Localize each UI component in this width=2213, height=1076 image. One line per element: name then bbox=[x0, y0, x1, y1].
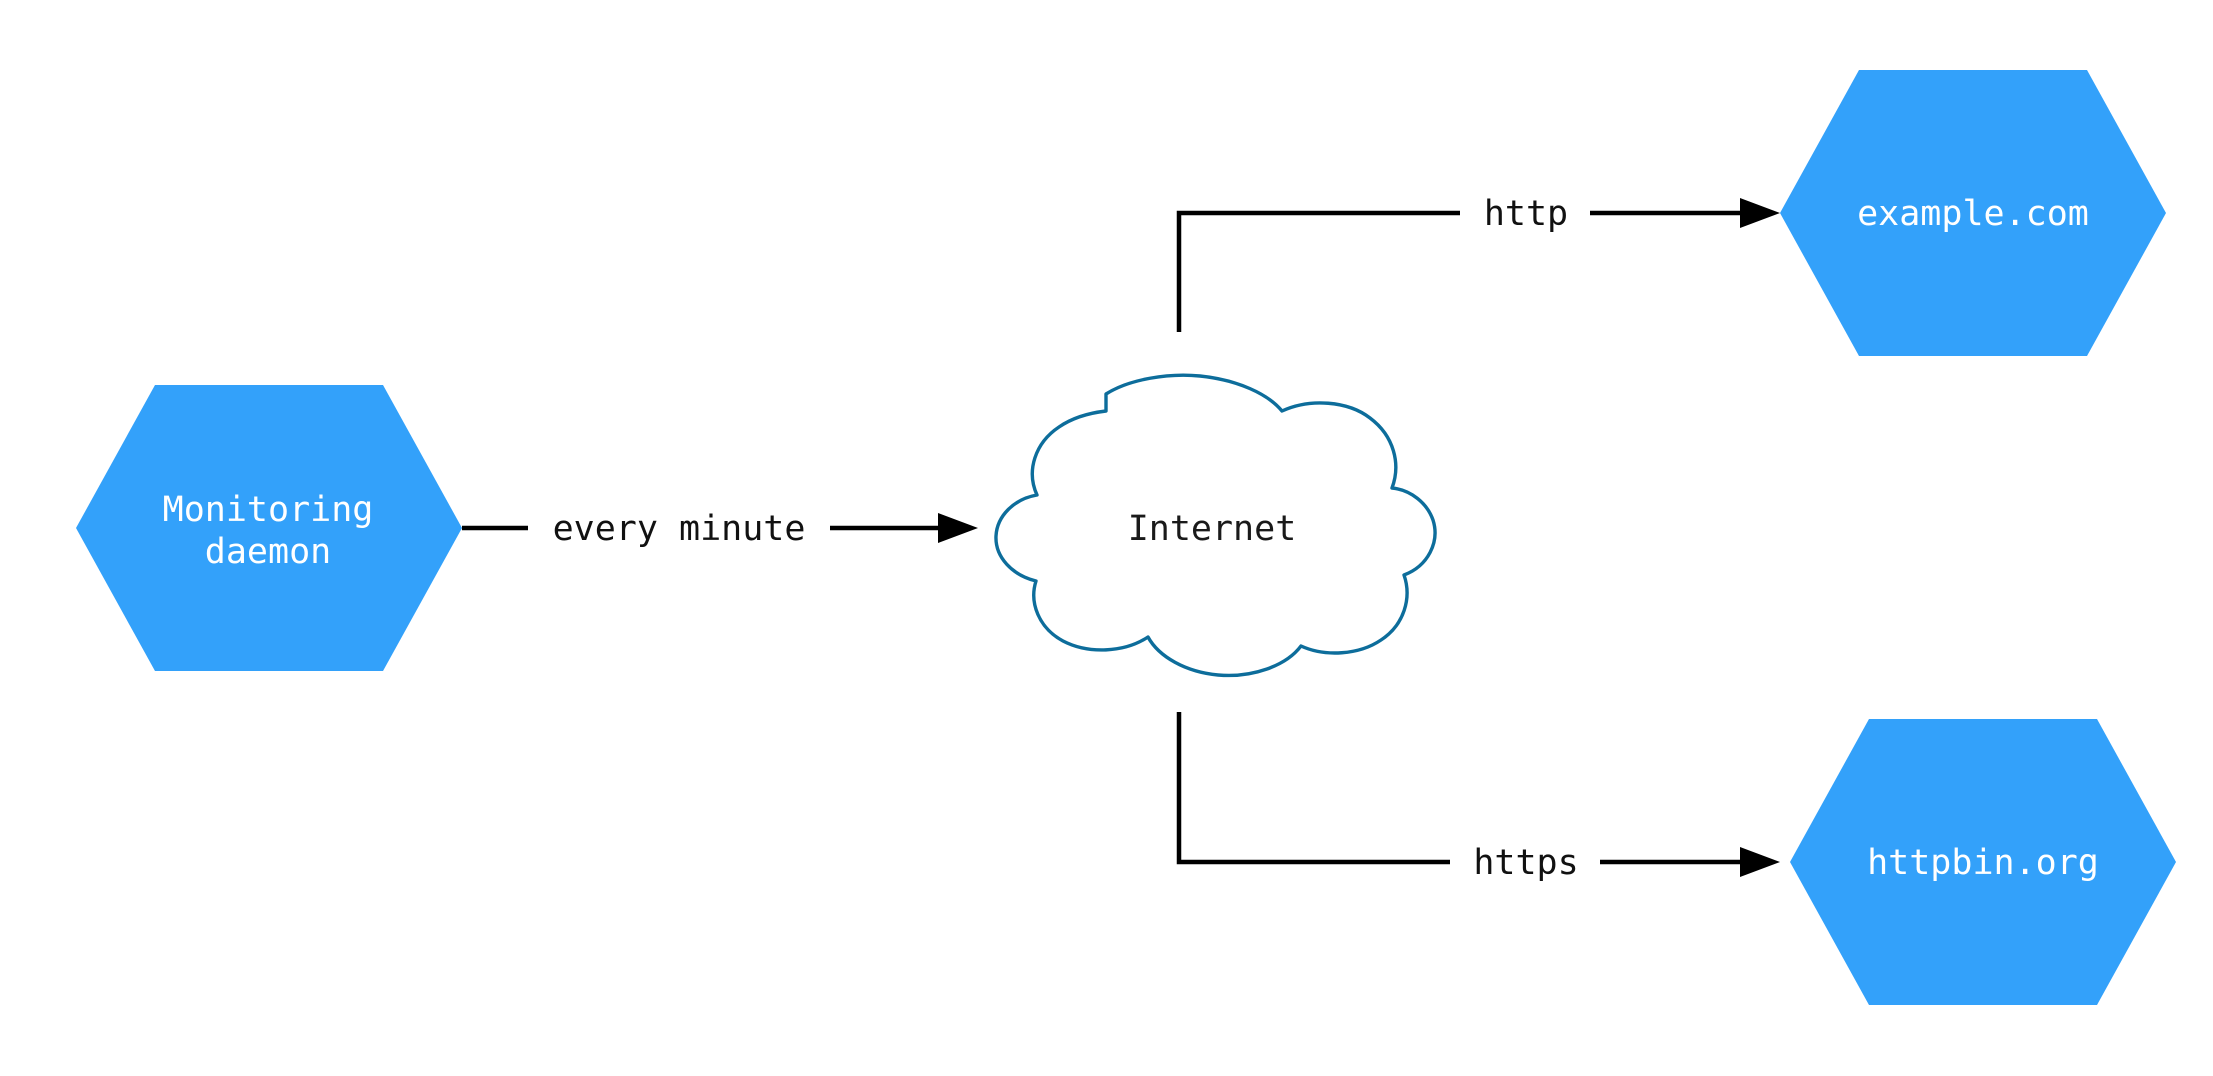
edge-internet-to-httpbin-elbow-segment bbox=[1176, 712, 1450, 865]
node-httpbin-org-hexagon bbox=[1790, 719, 2176, 1005]
node-httpbin-org[interactable]: httpbin.org bbox=[1790, 719, 2176, 1005]
edge-label-https: https bbox=[1473, 843, 1578, 883]
edge-internet-to-httpbin-arrowhead-icon bbox=[1740, 847, 1780, 877]
node-internet-cloud-shape bbox=[994, 373, 1437, 678]
node-example-com-label: example.com bbox=[1857, 194, 2089, 234]
node-internet[interactable]: Internet bbox=[994, 373, 1437, 678]
node-monitoring-daemon-label-line2: daemon bbox=[205, 532, 331, 572]
edge-daemon-to-internet[interactable]: every minute bbox=[462, 509, 978, 549]
edge-label-http: http bbox=[1484, 194, 1568, 234]
edge-internet-to-example[interactable]: http bbox=[1176, 194, 1780, 332]
node-example-com-hexagon bbox=[1780, 70, 2166, 356]
edge-internet-to-example-elbow-segment bbox=[1176, 210, 1460, 332]
node-httpbin-org-label: httpbin.org bbox=[1867, 843, 2099, 883]
edge-label-every-minute: every minute bbox=[553, 509, 806, 549]
node-example-com[interactable]: example.com bbox=[1780, 70, 2166, 356]
edge-internet-to-httpbin[interactable]: https bbox=[1176, 712, 1780, 883]
node-monitoring-daemon[interactable]: Monitoring daemon bbox=[76, 385, 462, 671]
node-internet-label: Internet bbox=[1128, 509, 1297, 549]
edge-internet-to-example-arrowhead-icon bbox=[1740, 198, 1780, 228]
node-monitoring-daemon-label-line1: Monitoring bbox=[163, 490, 374, 530]
edge-daemon-to-internet-arrowhead-icon bbox=[938, 513, 978, 543]
node-monitoring-daemon-hexagon bbox=[76, 385, 462, 671]
